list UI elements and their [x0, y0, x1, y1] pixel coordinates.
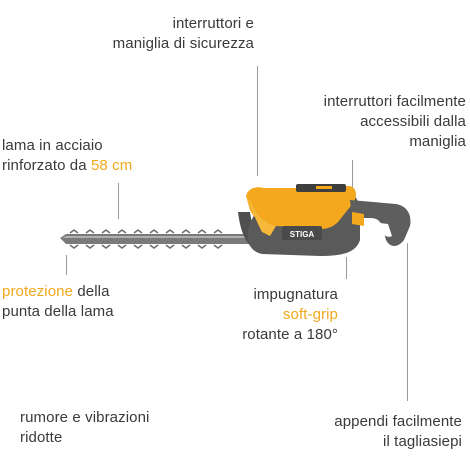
callout-line [352, 160, 353, 190]
yellow-shell [246, 186, 356, 230]
label-text: rotante a 180° [242, 326, 338, 343]
label-text: punta della lama [2, 303, 114, 320]
blade-length: 58 cm [90, 157, 133, 174]
label-accent: protezione [2, 283, 74, 300]
callout-line [257, 66, 258, 176]
label-blade: lama in acciaio rinforzato da 58 cm [2, 136, 172, 176]
label-grip: impugnatura soft-grip rotante a 180° [200, 285, 338, 345]
blade [60, 229, 250, 249]
label-text: della [73, 283, 110, 300]
trigger-switch [352, 212, 364, 226]
label-accessible-switches: interruttori facilmente accessibili dall… [300, 92, 466, 152]
brand-name: STIGA [290, 230, 315, 239]
label-text: il tagliasiepi [383, 433, 462, 450]
label-safety-switch: interruttori e maniglia di sicurezza [90, 14, 254, 54]
brand-plate [282, 226, 322, 240]
callout-line [66, 255, 67, 275]
label-text: interruttori e [172, 15, 254, 32]
label-accent: soft-grip [282, 306, 338, 323]
label-text: ridotte [20, 429, 63, 446]
label-text: accessibili dalla [360, 113, 466, 130]
rear-handle[interactable] [350, 200, 411, 246]
callout-line [346, 257, 347, 279]
label-text: impugnatura [253, 286, 338, 303]
callout-line [118, 183, 119, 219]
label-text: rinforzato da [2, 157, 91, 174]
label-text: rumore e vibrazioni [20, 409, 150, 426]
label-text: lama in acciaio [2, 137, 103, 154]
label-text: maniglia [409, 133, 466, 150]
label-text: maniglia di sicurezza [112, 35, 254, 52]
label-hanging: appendi facilmente il tagliasiepi [280, 412, 462, 452]
label-tip-protection: protezione della punta della lama [2, 282, 172, 322]
label-text: interruttori facilmente [323, 93, 466, 110]
callout-line [407, 243, 408, 401]
label-text: appendi facilmente [334, 413, 462, 430]
label-noise: rumore e vibrazioni ridotte [20, 408, 220, 448]
